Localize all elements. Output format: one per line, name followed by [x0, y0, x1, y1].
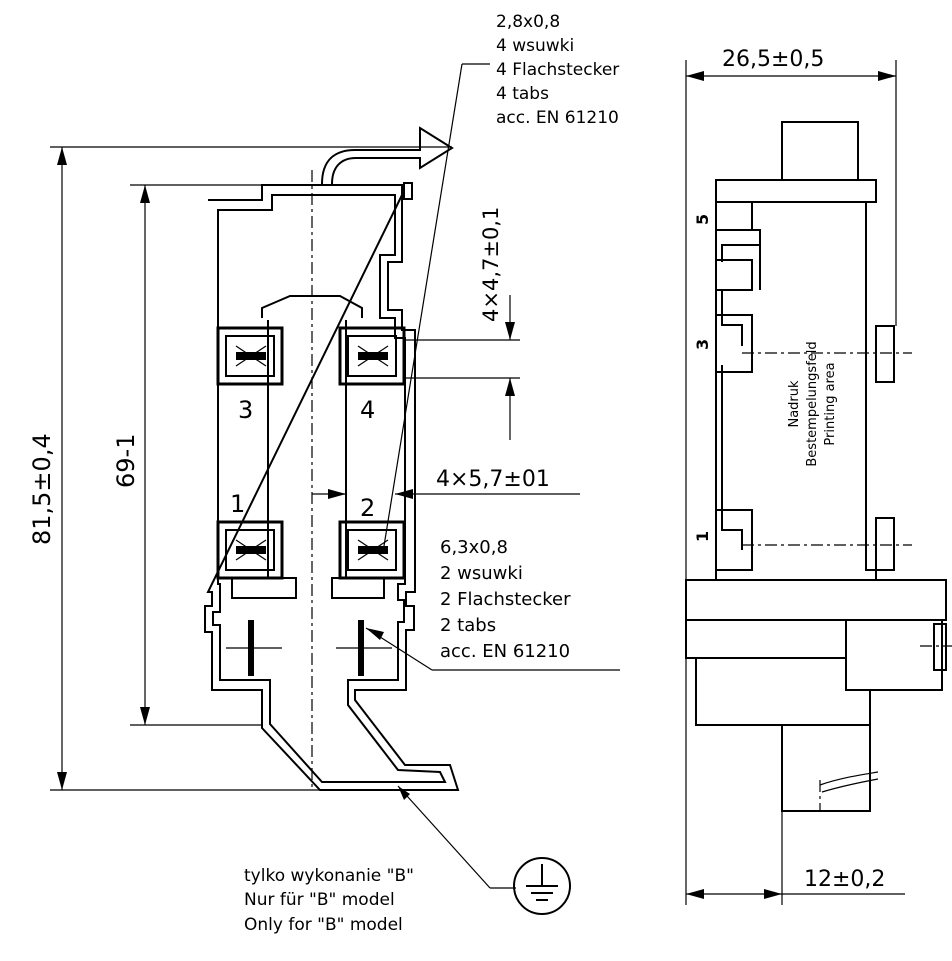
dim-width: 26,5±0,5 [722, 47, 824, 72]
print-area-line1: Nadruk [787, 380, 802, 428]
ground-symbol-icon [513, 857, 571, 915]
print-area-line3: Printing area [823, 362, 838, 445]
front-view [204, 126, 460, 791]
terminal-1-label: 1 [230, 490, 245, 518]
dim-bottom-width: 12±0,2 [804, 867, 885, 892]
side-mark-1: 1 [693, 531, 712, 542]
print-area-label: Nadruk Bestempelungsfeld Printing area [787, 341, 838, 466]
dim-tab-pitch-h: 4×5,7±01 [436, 467, 550, 492]
mid-note-line1: 6,3x0,8 [440, 537, 508, 558]
top-note-line3: 4 Flachstecker [496, 60, 619, 80]
print-area-line2: Bestempelungsfeld [805, 341, 820, 466]
mid-note-line2: 2 wsuwki [440, 563, 523, 584]
top-note-line5: acc. EN 61210 [496, 108, 619, 128]
side-marks: 5 3 1 [693, 214, 712, 542]
terminal-4-label: 4 [360, 396, 375, 424]
mid-note-line4: 2 tabs [440, 615, 496, 636]
dim-overall-height: 81,5±0,4 [28, 433, 56, 545]
mid-note-line3: 2 Flachstecker [440, 589, 571, 610]
bottom-note-line1: tylko wykonanie "B" [244, 866, 414, 886]
top-note-line4: 4 tabs [496, 84, 549, 104]
bottom-note-line2: Nur für "B" model [244, 890, 395, 910]
dim-tab-pitch-v: 4×4,7±0,1 [479, 207, 503, 322]
bottom-note-line3: Only for "B" model [244, 915, 403, 935]
dim-inner-height: 69-1 [112, 434, 140, 488]
mid-note: 6,3x0,8 2 wsuwki 2 Flachstecker 2 tabs a… [440, 537, 571, 662]
side-mark-5: 5 [693, 214, 712, 225]
top-note: 2,8x0,8 4 wsuwki 4 Flachstecker 4 tabs a… [496, 12, 619, 128]
side-mark-3: 3 [693, 339, 712, 350]
top-note-line2: 4 wsuwki [496, 36, 574, 56]
front-dimensions [50, 63, 620, 889]
terminal-numbers: 1 2 3 4 [230, 396, 375, 522]
terminal-3-label: 3 [238, 396, 253, 424]
side-view [685, 60, 952, 905]
top-note-line1: 2,8x0,8 [496, 12, 560, 32]
terminal-2-label: 2 [360, 494, 375, 522]
mid-note-line5: acc. EN 61210 [440, 641, 570, 662]
bottom-note: tylko wykonanie "B" Nur für "B" model On… [244, 866, 414, 935]
